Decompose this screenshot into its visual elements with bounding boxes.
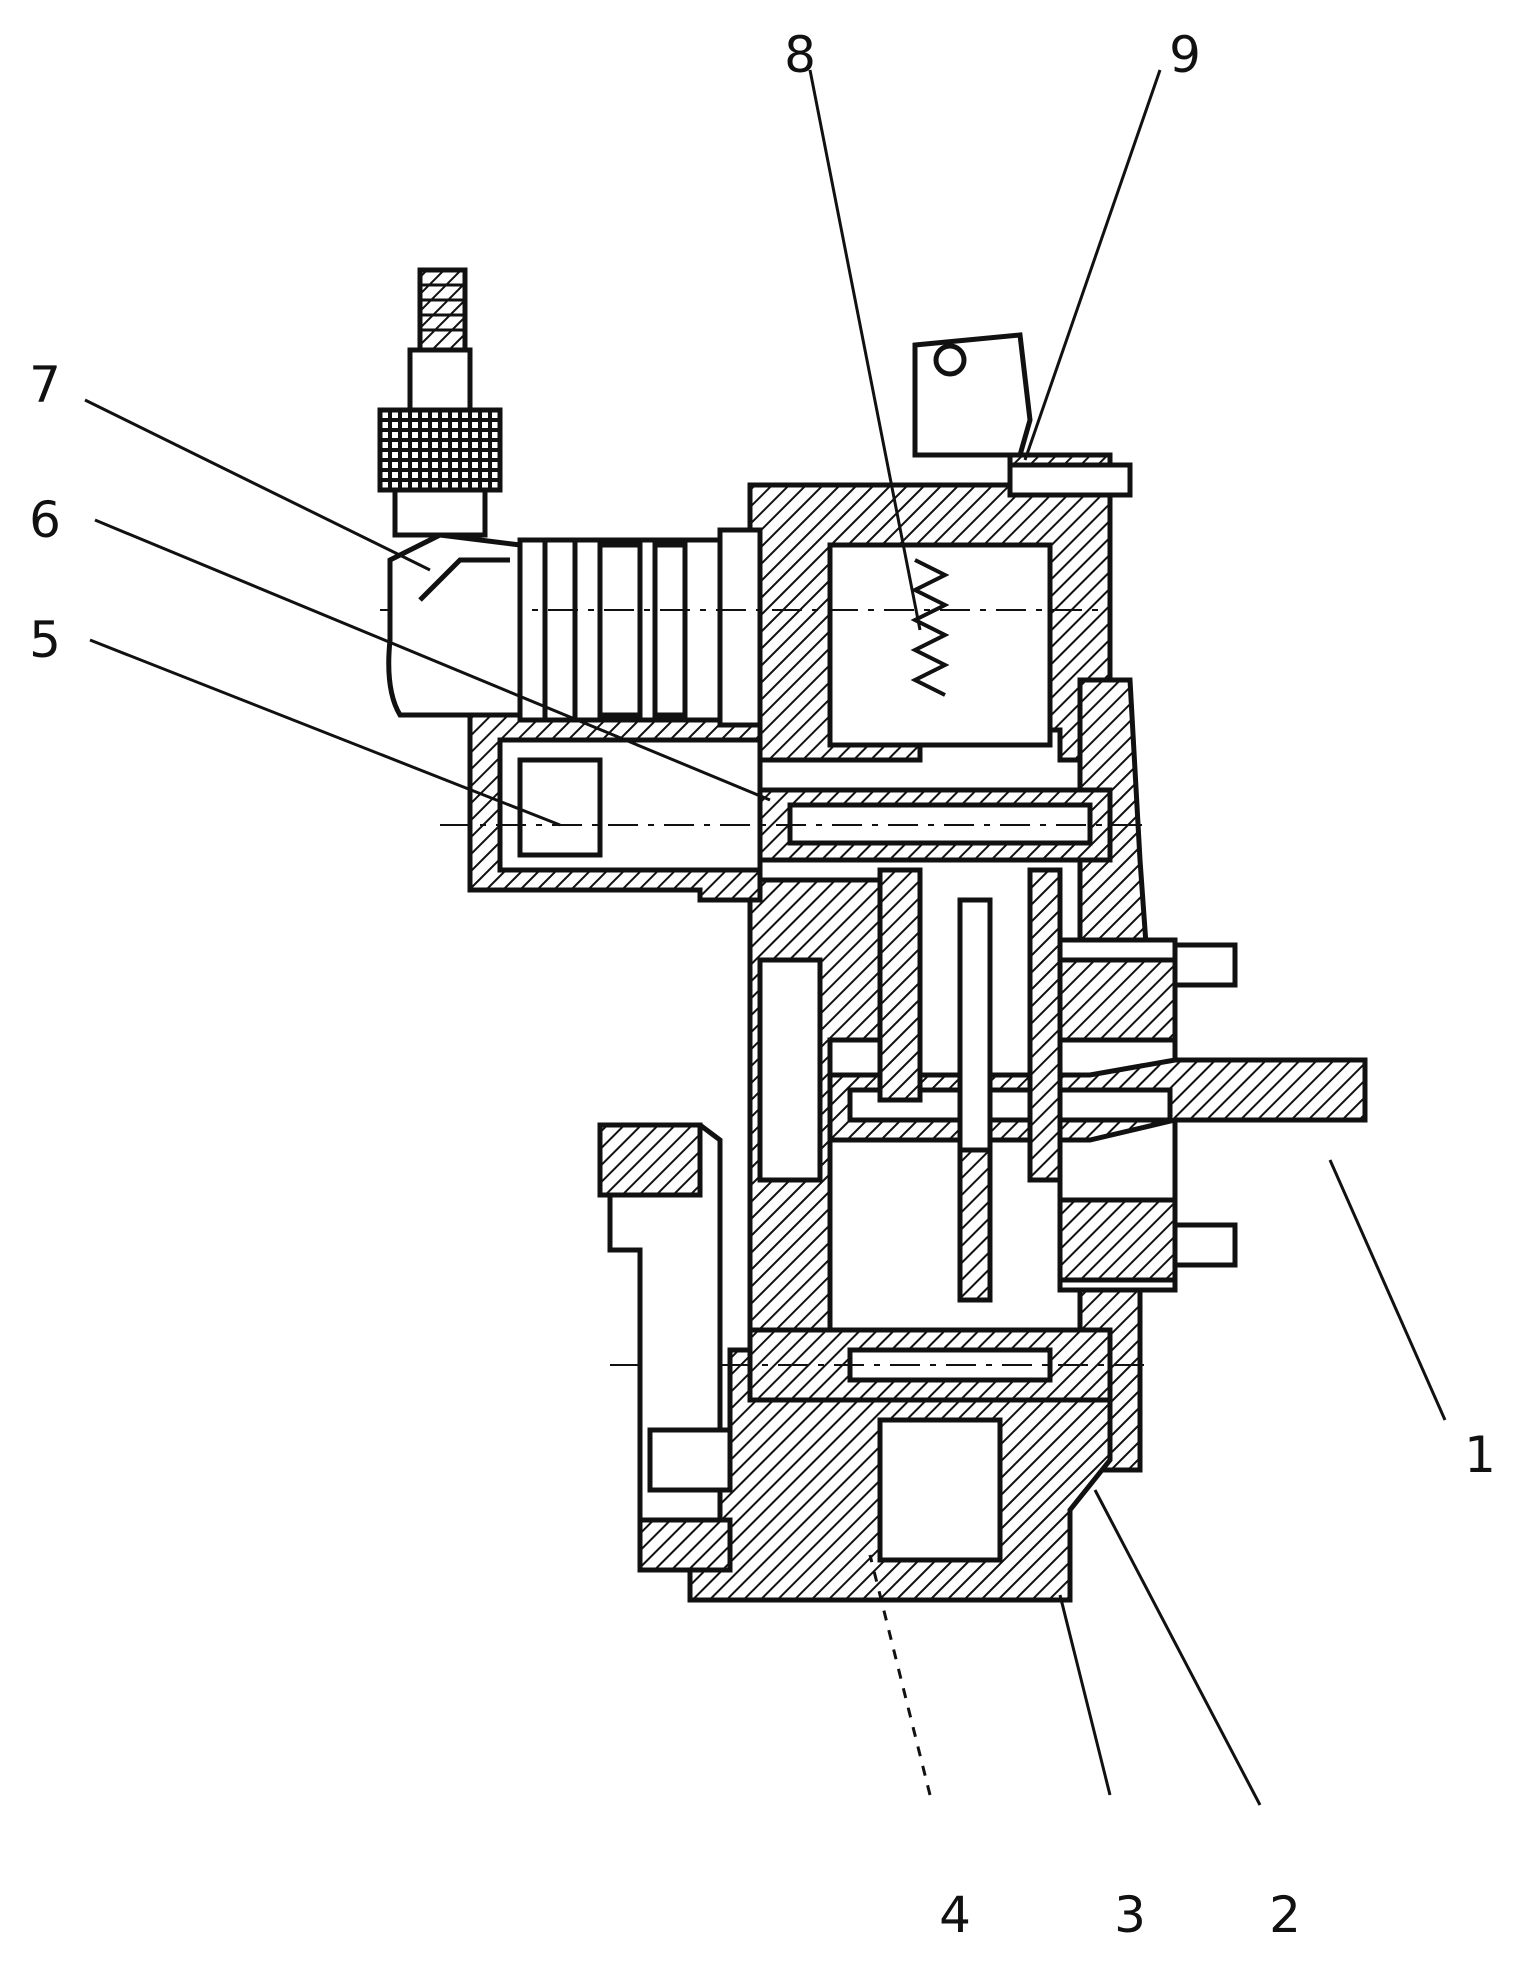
top-cap-nut: [912, 332, 1033, 458]
callout-3: 3: [1114, 1886, 1146, 1944]
pipe-collar: [407, 347, 473, 413]
pump-ring-4: [717, 527, 763, 728]
gear-plate-c: [1027, 867, 1063, 1183]
callout-9: 9: [1169, 26, 1201, 84]
left-bracket-boss-top: [597, 1122, 703, 1198]
threaded-pipe: [417, 267, 468, 353]
leader-6: [94, 518, 771, 802]
gear-plate-d: [957, 1147, 993, 1303]
spring: [910, 558, 950, 697]
pipe-thread-lines: [420, 283, 465, 332]
pump-ring-1: [542, 537, 578, 723]
top-bolt: [1007, 462, 1133, 498]
elbow-fitting: [386, 532, 523, 718]
leader-7: [84, 398, 431, 572]
top-cap-bolt: [933, 343, 967, 377]
upper-chamber: [827, 542, 1053, 748]
pipe-nut: [392, 487, 488, 538]
gear-plate-b: [957, 897, 993, 1183]
leader-8: [808, 69, 922, 631]
callout-8: 8: [784, 26, 816, 84]
callout-6: 6: [29, 491, 61, 549]
callout-5: 5: [29, 611, 61, 669]
pump-ring-2: [597, 542, 643, 718]
pump-ring-3: [652, 542, 688, 718]
leader-9: [1023, 69, 1162, 461]
right-flange-lower: [1057, 1197, 1178, 1283]
callout-7: 7: [29, 356, 61, 414]
callout-1: 1: [1464, 1426, 1496, 1484]
leader-lines: [84, 69, 1447, 1806]
motor-rotor: [517, 757, 603, 858]
leader-3: [1058, 1594, 1112, 1796]
gear-plate-a: [877, 867, 923, 1103]
elbow-fitting-inner: [418, 557, 510, 602]
leader-4: [868, 1554, 932, 1796]
right-flange-upper: [1057, 957, 1178, 1043]
flange-bolt-lower: [1172, 1222, 1238, 1268]
left-bracket-boss-bottom: [637, 1517, 733, 1573]
flange-bolt-upper: [1172, 942, 1238, 988]
leader-1: [1328, 1159, 1447, 1421]
callout-2: 2: [1269, 1886, 1301, 1944]
housing-group: [377, 267, 1368, 1603]
lower-chamber: [877, 1417, 1003, 1563]
knurled-nut: [377, 407, 503, 493]
callout-4: 4: [939, 1886, 971, 1944]
leader-2: [1093, 1489, 1262, 1806]
leader-5: [89, 638, 561, 827]
main-body-cavity: [757, 957, 823, 1183]
left-bracket-stud: [647, 1427, 733, 1493]
